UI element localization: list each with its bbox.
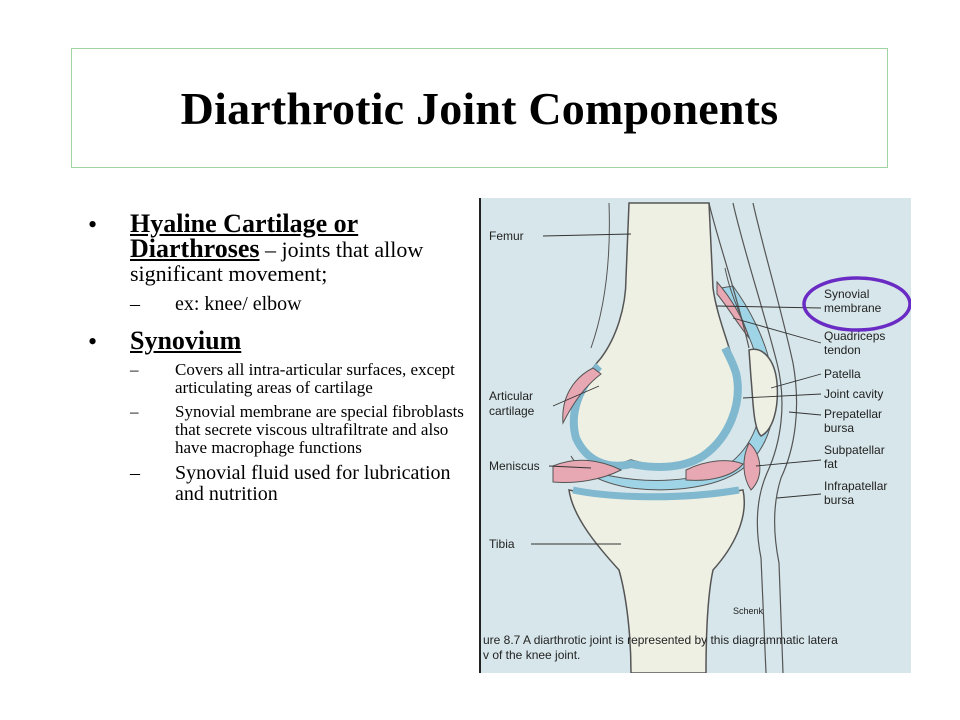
tibia-cartilage (572, 486, 740, 501)
bullet-dot: • (88, 327, 98, 356)
label-articular: Articular (489, 389, 533, 403)
bullet-item: • Hyaline Cartilage or Diarthroses – joi… (88, 209, 468, 286)
sub-bullet-text: Covers all intra-articular surfaces, exc… (175, 360, 455, 397)
label-tendon: tendon (824, 343, 861, 357)
dash: – (130, 402, 139, 421)
sub-bullet: – ex: knee/ elbow (130, 294, 468, 315)
leader-lines (531, 233, 822, 545)
synovial-pink-left (562, 367, 602, 425)
figure-caption-line1: ure 8.7 A diarthrotic joint is represent… (483, 633, 838, 647)
label-membrane: membrane (824, 301, 882, 315)
label-patella: Patella (824, 367, 861, 381)
bullet-text: – joints that allow significant movement… (130, 237, 424, 286)
label-cartilage: cartilage (489, 404, 535, 418)
bullet-heading: Hyaline Cartilage or Diarthroses (130, 209, 359, 263)
label-prepatellar: Prepatellar (824, 407, 882, 421)
subpatellar-fat (743, 442, 761, 491)
knee-joint-figure: Femur Articular cartilage Meniscus Tibia… (479, 198, 911, 673)
label-prepatellar-bursa: bursa (824, 421, 854, 435)
patella-bone (748, 348, 779, 437)
highlight-circle (802, 276, 911, 332)
femur-cartilage (569, 346, 742, 471)
label-synovial: Synovial (824, 287, 869, 301)
label-infrapatellar: Infrapatellar (824, 479, 887, 493)
bullet-dot: • (88, 210, 98, 239)
label-tibia: Tibia (489, 537, 515, 551)
label-meniscus: Meniscus (489, 459, 540, 473)
dash: – (130, 462, 140, 484)
posterior-line (590, 202, 610, 349)
sub-bullet: – Synovial membrane are special fibrobla… (130, 403, 468, 457)
artist-signature: Schenk (733, 606, 764, 616)
sub-bullet-text: Synovial fluid used for lubrication and … (175, 462, 451, 505)
bullet-list: • Hyaline Cartilage or Diarthroses – joi… (88, 209, 468, 511)
label-femur: Femur (489, 229, 524, 243)
bullet-heading: Synovium (130, 326, 242, 355)
label-infrapatellar-bursa: bursa (824, 493, 854, 507)
bullet-item: • Synovium (88, 326, 468, 356)
sub-bullet: – Covers all intra-articular surfaces, e… (130, 361, 468, 397)
sub-bullet-text: ex: knee/ elbow (175, 293, 302, 315)
sub-bullet: – Synovial fluid used for lubrication an… (130, 463, 468, 505)
title-box: Diarthrotic Joint Components (71, 48, 888, 168)
femur-bone (571, 202, 739, 467)
knee-diagram: Femur Articular cartilage Meniscus Tibia… (483, 202, 911, 673)
label-joint-cavity: Joint cavity (824, 387, 883, 401)
label-quadriceps: Quadriceps (824, 329, 885, 343)
skin-line-outer (752, 202, 798, 673)
dash: – (130, 360, 139, 379)
meniscus-right (685, 460, 744, 481)
quadriceps-tendon (708, 202, 750, 349)
slide-title: Diarthrotic Joint Components (180, 82, 779, 134)
figure-caption-line2: v of the knee joint. (483, 648, 580, 662)
meniscus-left (552, 459, 623, 483)
sub-bullet-text: Synovial membrane are special fibroblast… (175, 402, 464, 457)
label-subpatellar-fat: fat (824, 457, 838, 471)
label-subpatellar: Subpatellar (824, 443, 885, 457)
dash: – (130, 293, 140, 315)
skin-line (732, 202, 783, 673)
